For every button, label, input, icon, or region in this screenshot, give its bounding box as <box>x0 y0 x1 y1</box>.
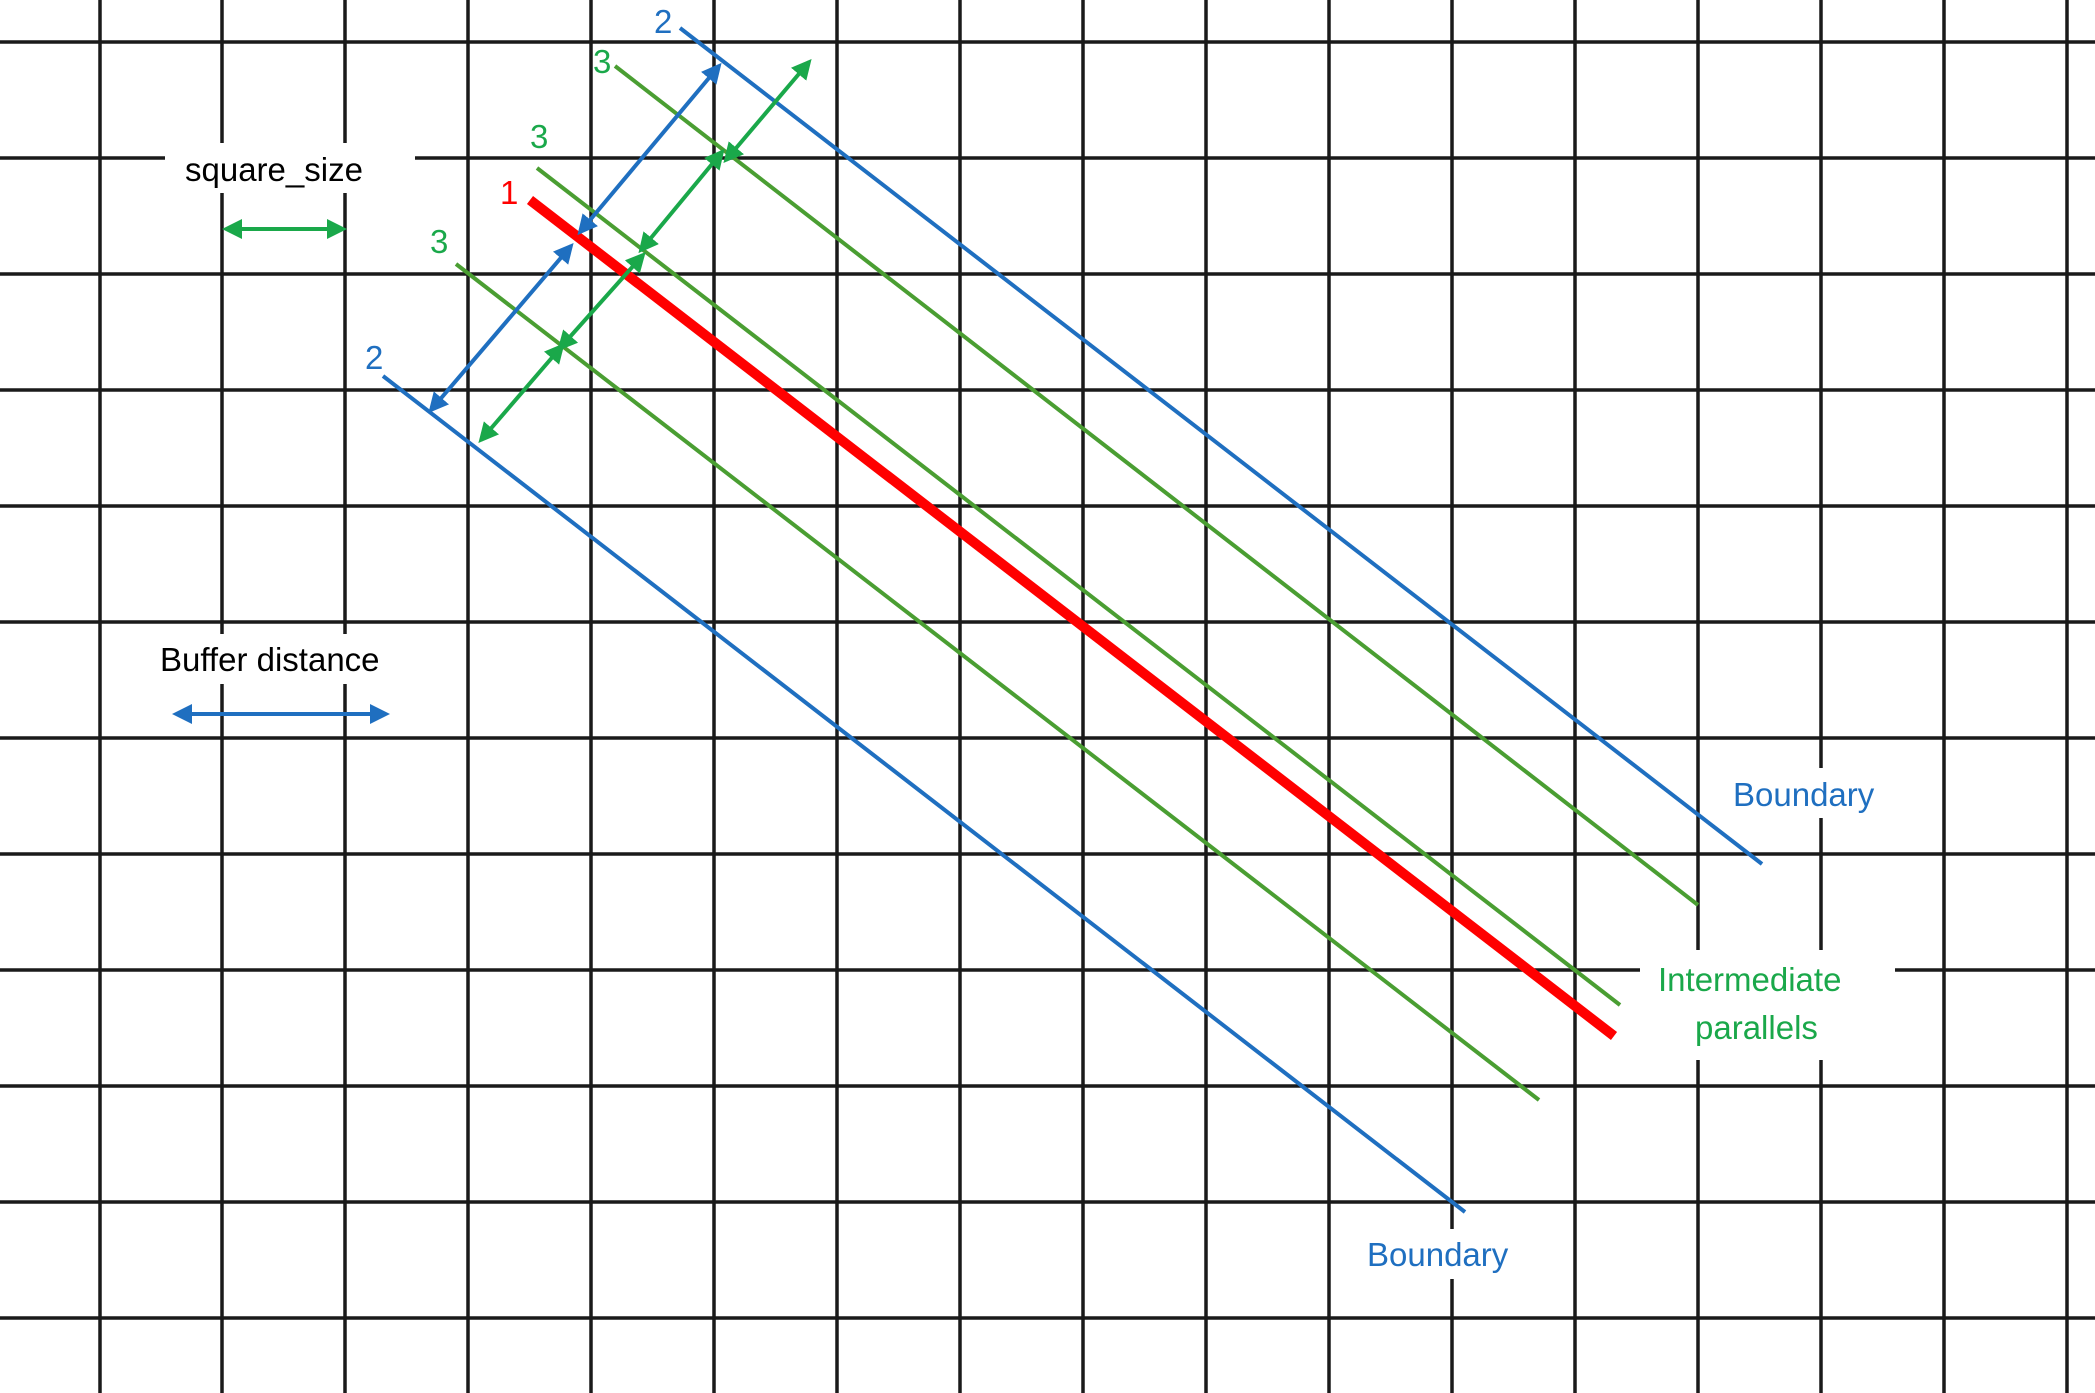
boundary-top-label: Boundary <box>1733 776 1875 813</box>
intermediate-label-line1: Intermediate <box>1658 961 1841 998</box>
line-number-intermediate-2: 3 <box>530 118 548 155</box>
line-number-boundary-bottom: 2 <box>365 339 383 376</box>
line-number-intermediate-3: 3 <box>430 223 448 260</box>
line-number-center: 1 <box>500 174 518 211</box>
intermediate-line-3 <box>454 262 1541 1102</box>
boundary-line-bottom <box>381 374 1467 1214</box>
spacing-arrow-2 <box>638 148 725 254</box>
line-number-intermediate-1: 3 <box>593 43 611 80</box>
square-size-label: square_size <box>185 151 363 188</box>
intermediate-line-1 <box>613 64 1700 907</box>
boundary-top-label-bg <box>1718 768 1908 818</box>
intermediate-label-line2: parallels <box>1695 1009 1818 1046</box>
intermediate-label-bg <box>1640 950 1895 1060</box>
buffer-arrow-bottom <box>428 242 574 414</box>
spacing-arrow-1 <box>723 58 812 164</box>
buffer-distance-label: Buffer distance <box>160 641 380 678</box>
spacing-arrow-4 <box>478 342 565 444</box>
buffer-distance-label-bg <box>150 634 430 684</box>
intermediate-line-2 <box>535 166 1622 1007</box>
line-number-boundary-top: 2 <box>654 3 672 40</box>
square-size-label-bg <box>165 143 415 193</box>
center-line <box>526 196 1618 1040</box>
boundary-bottom-label: Boundary <box>1367 1236 1509 1273</box>
boundary-bottom-label-bg <box>1356 1229 1546 1279</box>
boundary-line-top <box>678 26 1764 866</box>
spacing-arrow-3 <box>557 252 646 351</box>
